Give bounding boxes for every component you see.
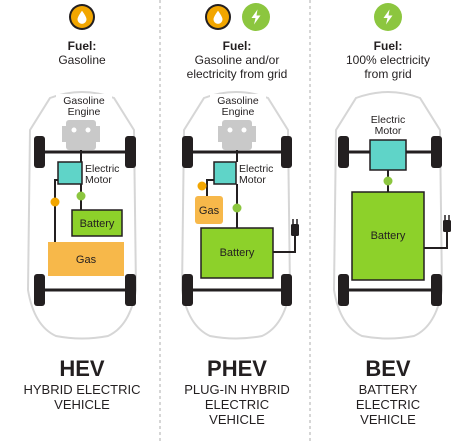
electric-motor-box (213, 161, 237, 185)
motor-label: Electric (371, 114, 405, 126)
wheel (281, 136, 292, 168)
fuel-description-line: 100% electricity (346, 53, 430, 67)
fuel-description-line: Gasoline (58, 53, 106, 67)
vehicle-name-line: VEHICLE (54, 397, 110, 412)
wheel (125, 274, 136, 306)
motor-label: Electric (85, 163, 119, 175)
battery-label: Battery (371, 230, 406, 242)
electric-motor-box (57, 161, 83, 185)
vehicle-name-line: VEHICLE (360, 412, 416, 427)
electric-motor-box (369, 139, 407, 171)
gas-label: Gas (76, 254, 97, 266)
wheel (182, 274, 193, 306)
lightning-bolt-icon (242, 3, 270, 31)
engine-label: Gasoline (63, 95, 105, 107)
battery-box (351, 191, 425, 281)
bev-car-diagram: Electric Motor Battery (332, 91, 451, 340)
fuel-description-line: electricity from grid (187, 67, 288, 81)
fuel-label: Fuel: (223, 39, 252, 53)
engine-label: Gasoline (217, 95, 259, 107)
vehicle-acronym: PHEV (207, 356, 267, 381)
fuel-icon-row (69, 4, 95, 30)
charging-plug-icon (424, 215, 451, 249)
lightning-bolt-icon (374, 3, 402, 31)
battery-box (71, 209, 123, 237)
wheel (431, 136, 442, 168)
fuel-drop-icon (205, 4, 231, 30)
fuel-icon-row (374, 3, 402, 31)
vehicle-name-line: ELECTRIC (205, 397, 269, 412)
battery-box (200, 227, 274, 279)
wheel (34, 136, 45, 168)
gas-tank-box (48, 242, 124, 276)
phev-column: Fuel: Gasoline and/or electricity from g… (180, 3, 299, 427)
vehicle-acronym: BEV (365, 356, 411, 381)
hev-car-diagram: Gasoline Engine Electric Motor Battery G… (26, 91, 138, 340)
gasoline-engine (62, 120, 100, 150)
wheel (125, 136, 136, 168)
fuel-icon-row (205, 3, 270, 31)
wheel (34, 274, 45, 306)
hev-column: Fuel: Gasoline Gasoline Engine (23, 4, 141, 412)
vehicle-name-line: HYBRID ELECTRIC (23, 382, 140, 397)
gas-label: Gas (199, 205, 220, 217)
fuel-description-line: Gasoline and/or (195, 53, 280, 67)
vehicle-name-line: ELECTRIC (356, 397, 420, 412)
wheel (182, 136, 193, 168)
fuel-drop-icon (69, 4, 95, 30)
bev-column: Fuel: 100% electricity from grid Electri… (332, 3, 451, 427)
engine-label: Engine (222, 106, 255, 118)
fuel-label: Fuel: (68, 39, 97, 53)
battery-label: Battery (220, 247, 255, 259)
car-body-outline (332, 91, 444, 340)
motor-label: Electric (239, 163, 273, 175)
gas-tank-box (195, 196, 223, 224)
wheel (281, 274, 292, 306)
engine-label: Engine (68, 106, 101, 118)
vehicle-acronym: HEV (59, 356, 105, 381)
vehicle-name-line: BATTERY (359, 382, 418, 397)
vehicle-name-line: PLUG-IN HYBRID (184, 382, 289, 397)
fuel-label: Fuel: (374, 39, 403, 53)
gasoline-engine (218, 120, 256, 150)
motor-label: Motor (239, 174, 266, 186)
motor-label: Motor (375, 125, 402, 137)
battery-label: Battery (80, 218, 115, 230)
phev-car-diagram: Gasoline Engine Electric Motor Gas Batte… (180, 91, 299, 340)
vehicle-name-line: VEHICLE (209, 412, 265, 427)
car-body-outline (180, 91, 292, 340)
charging-plug-icon (273, 219, 299, 253)
wheel (338, 136, 349, 168)
car-body-outline (26, 91, 138, 340)
fuel-description-line: from grid (364, 67, 411, 81)
wheel (338, 274, 349, 306)
wheel (431, 274, 442, 306)
motor-label: Motor (85, 174, 112, 186)
